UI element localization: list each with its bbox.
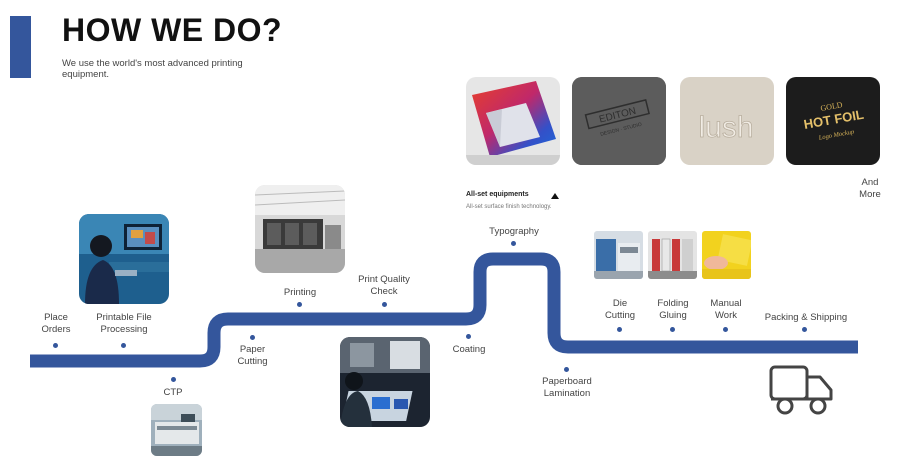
step-coating: Coating: [452, 344, 486, 355]
sample-gold-text: GOLD: [820, 100, 844, 113]
step-dot: [53, 343, 58, 348]
sample-lush-text: lush: [698, 111, 753, 144]
step-dot: [670, 327, 675, 332]
step-dot: [297, 302, 302, 307]
step-dot: [171, 377, 176, 382]
page-subtitle: We use the world's most advanced printin…: [62, 58, 243, 80]
truck-icon: [769, 365, 833, 415]
photo-printing-press: [255, 185, 345, 273]
photo-manual-work: [702, 231, 751, 279]
photo-quality-check: [340, 337, 430, 427]
photo-ctp: [151, 404, 202, 456]
step-ctp: CTP: [163, 387, 183, 398]
step-dot: [723, 327, 728, 332]
step-dot: [802, 327, 807, 332]
step-typography: Typography: [489, 226, 539, 237]
page-title: HOW WE DO?: [62, 12, 283, 48]
photo-sample-lush: lush: [680, 77, 774, 165]
step-dot: [250, 335, 255, 340]
photo-sample-holographic: [466, 77, 560, 165]
photo-sample-hot-foil: GOLD HOT FOIL Logo Mockup: [786, 77, 880, 165]
step-dot: [382, 302, 387, 307]
photo-die-cutting: [594, 231, 643, 279]
step-printing: Printing: [283, 287, 317, 298]
step-dot: [466, 334, 471, 339]
legend-title: All-set equipments: [466, 191, 529, 198]
step-dot: [564, 367, 569, 372]
step-dot: [121, 343, 126, 348]
photo-file-processing: [79, 214, 169, 304]
step-dot: [617, 327, 622, 332]
step-dot: [511, 241, 516, 246]
legend-subtitle: All-set surface finish technology.: [466, 204, 552, 210]
triangle-icon: [551, 193, 559, 199]
step-packing-shipping: Packing & Shipping: [764, 312, 848, 323]
photo-folding-gluing: [648, 231, 697, 279]
photo-sample-emboss: EDITON DESIGN · STUDIO: [572, 77, 666, 165]
accent-bar: [10, 16, 31, 78]
